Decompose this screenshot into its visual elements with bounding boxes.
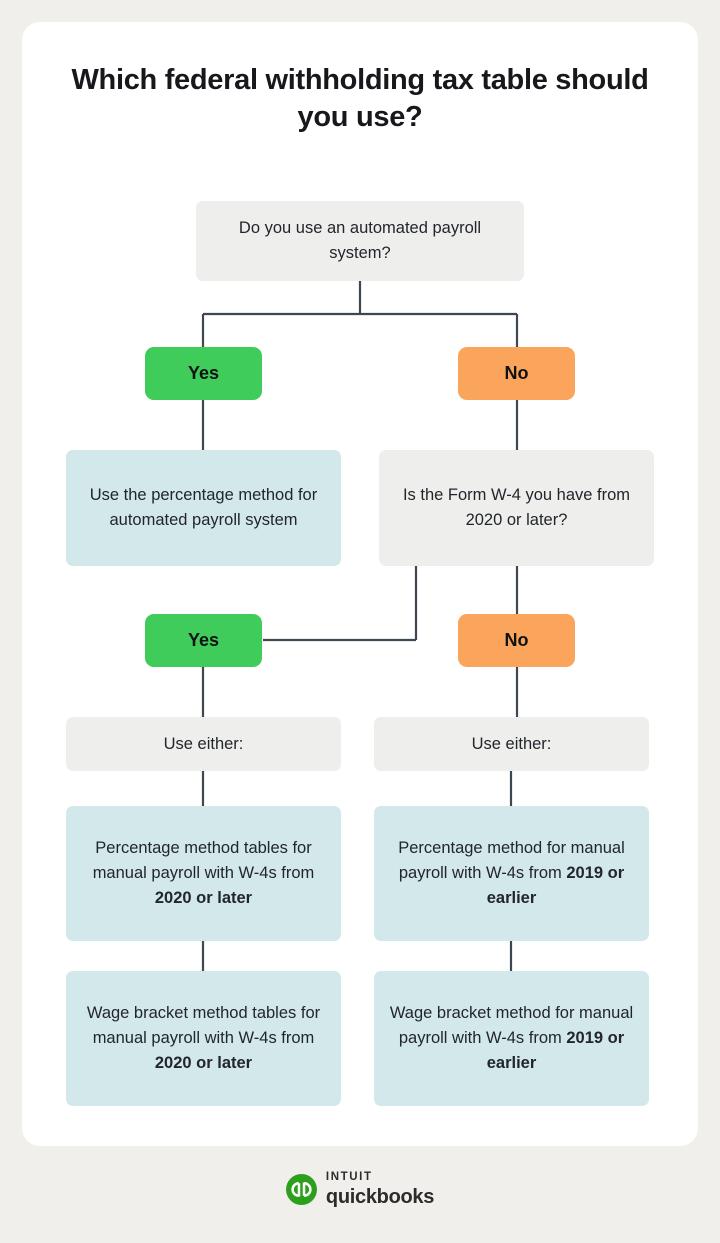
result-right-percentage-2019[interactable]: Percentage method for manual payroll wit… bbox=[374, 806, 649, 941]
answer-yes-automated-label: Yes bbox=[187, 363, 220, 383]
answer-yes-w4-2020[interactable]: Yes bbox=[145, 614, 262, 667]
header-use-either-right-label: Use either: bbox=[471, 734, 552, 753]
result-right-percentage-2019-emphasis: 2019 or earlier bbox=[486, 864, 625, 907]
result-left-percentage-2020[interactable]: Percentage method tables for manual payr… bbox=[66, 806, 341, 941]
result-automated-percentage-label: Use the percentage method for automated … bbox=[89, 486, 318, 529]
brand-wordmark: INTUIT quickbooks bbox=[325, 1171, 435, 1208]
result-left-percentage-2020-emphasis: 2020 or later bbox=[154, 889, 253, 907]
brand-quickbooks-text: quickbooks bbox=[325, 1185, 435, 1208]
answer-no-w4-2019[interactable]: No bbox=[458, 614, 575, 667]
result-left-percentage-2020-text: Percentage method tables for manual payr… bbox=[92, 839, 315, 882]
quickbooks-logo-icon bbox=[285, 1173, 317, 1205]
answer-no-automated[interactable]: No bbox=[458, 347, 575, 400]
brand-intuit-text: INTUIT bbox=[325, 1171, 373, 1183]
answer-yes-w4-2020-label: Yes bbox=[187, 630, 220, 650]
result-left-wage-bracket-2020-text: Wage bracket method tables for manual pa… bbox=[86, 1004, 321, 1047]
result-automated-percentage[interactable]: Use the percentage method for automated … bbox=[66, 450, 341, 566]
page-title: Which federal withholding tax table shou… bbox=[71, 64, 649, 133]
header-use-either-left-label: Use either: bbox=[163, 734, 244, 753]
header-use-either-left: Use either: bbox=[66, 717, 341, 771]
header-use-either-right: Use either: bbox=[374, 717, 649, 771]
answer-no-w4-2019-label: No bbox=[504, 630, 529, 650]
brand-logo: INTUIT quickbooks bbox=[0, 1171, 720, 1208]
answer-no-automated-label: No bbox=[504, 363, 529, 383]
question-form-w4-year-label: Is the Form W-4 you have from 2020 or la… bbox=[402, 486, 631, 529]
result-left-wage-bracket-2020[interactable]: Wage bracket method tables for manual pa… bbox=[66, 971, 341, 1106]
answer-yes-automated[interactable]: Yes bbox=[145, 347, 262, 400]
result-right-wage-bracket-2019-emphasis: 2019 or earlier bbox=[486, 1029, 625, 1072]
result-right-percentage-2019-text: Percentage method for manual payroll wit… bbox=[398, 839, 625, 882]
result-right-wage-bracket-2019[interactable]: Wage bracket method for manual payroll w… bbox=[374, 971, 649, 1106]
result-left-wage-bracket-2020-emphasis: 2020 or later bbox=[154, 1054, 253, 1072]
question-form-w4-year[interactable]: Is the Form W-4 you have from 2020 or la… bbox=[379, 450, 654, 566]
question-automated-payroll-label: Do you use an automated payroll system? bbox=[238, 219, 482, 262]
result-right-wage-bracket-2019-text: Wage bracket method for manual payroll w… bbox=[389, 1004, 634, 1047]
flowchart: Do you use an automated payroll system? … bbox=[66, 201, 654, 1106]
question-automated-payroll[interactable]: Do you use an automated payroll system? bbox=[196, 201, 524, 281]
